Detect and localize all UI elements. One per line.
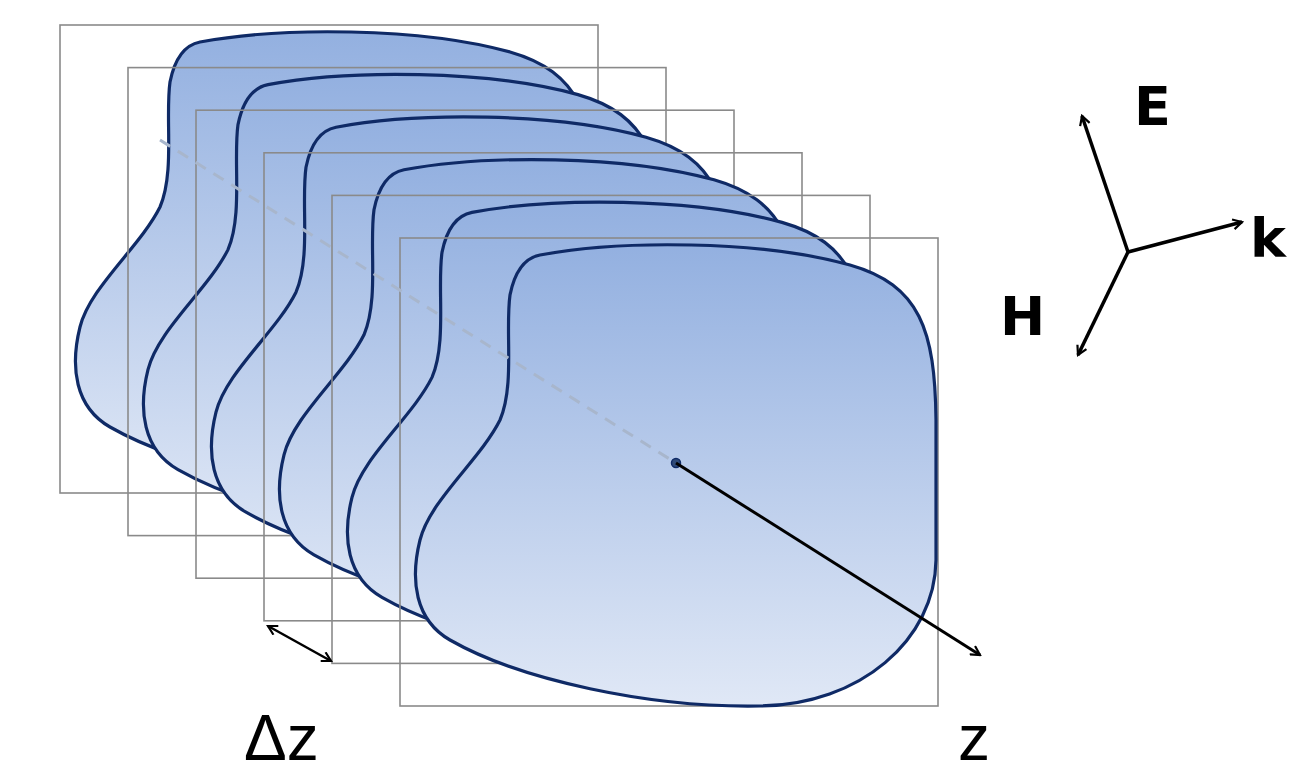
e-vector: [1082, 116, 1128, 252]
spacing-arrow: [268, 626, 331, 661]
axis-label: z: [958, 706, 990, 770]
h-vector: [1078, 252, 1128, 355]
wavefront-surface: [415, 245, 936, 706]
dimension-label: Δz: [244, 706, 319, 770]
plane-frame: [400, 238, 938, 706]
wavefront-slice: [400, 238, 938, 706]
vector-label: H: [1000, 290, 1045, 344]
vector-label: E: [1134, 80, 1171, 134]
propagation-axis: [160, 140, 676, 463]
z-axis-arrow: [676, 463, 980, 655]
k-vector: [1128, 222, 1242, 252]
vector-label: k: [1250, 212, 1286, 266]
